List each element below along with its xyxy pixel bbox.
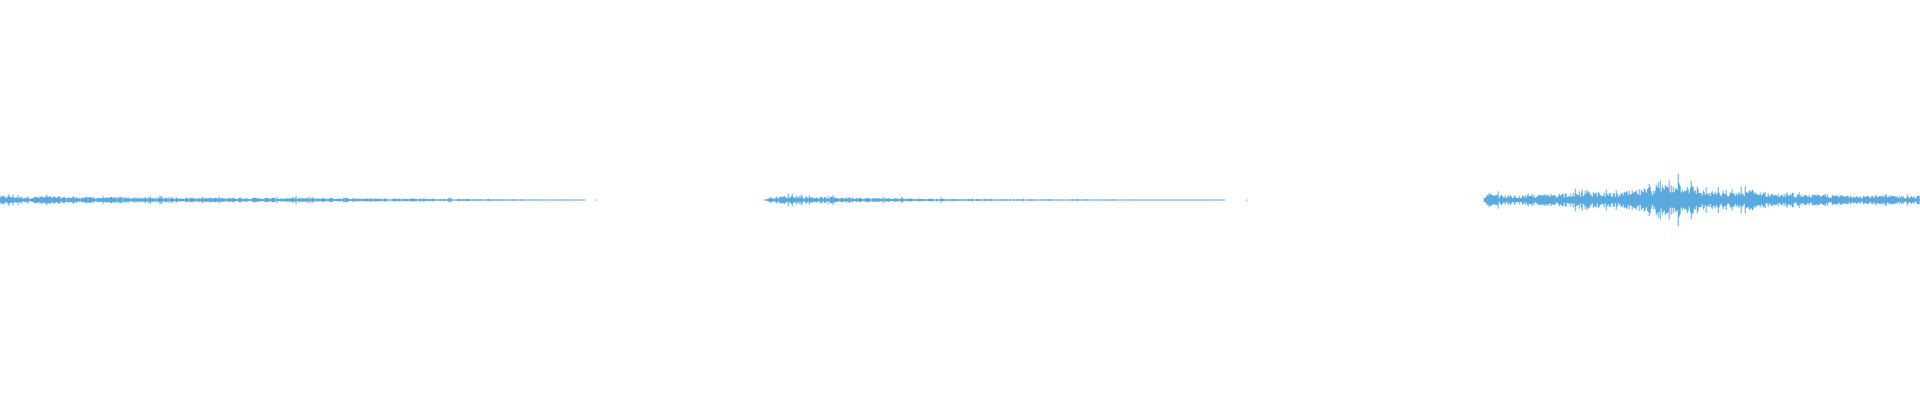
- segment-3: [1483, 173, 1920, 227]
- segment-2-tail-dot: [1246, 199, 1248, 201]
- segment-2: [763, 193, 1248, 207]
- segment-1: [0, 194, 597, 206]
- segment-1-tail-dot: [595, 199, 597, 201]
- waveform-segments: [0, 173, 1920, 227]
